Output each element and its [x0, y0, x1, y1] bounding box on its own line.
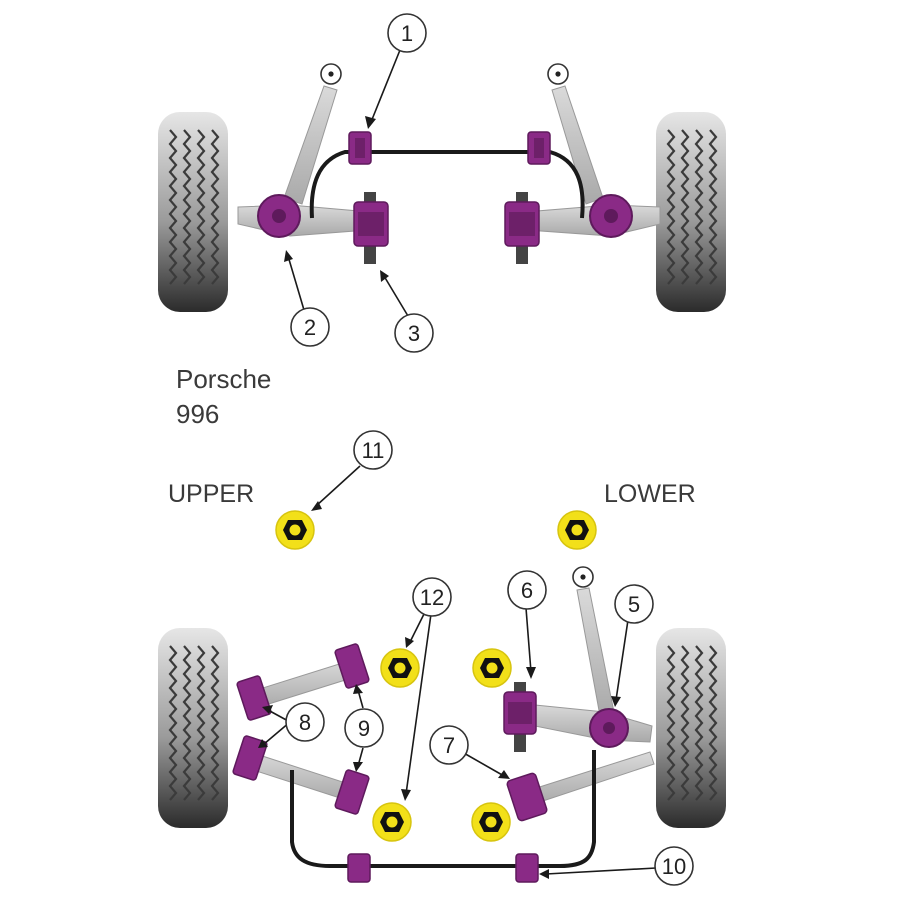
mount-washer-icon	[372, 802, 412, 842]
polyurethane-bush-icon	[334, 769, 370, 815]
strut-arm-left	[283, 85, 338, 205]
tyre-icon	[156, 110, 230, 314]
callout-number: 8	[299, 710, 311, 735]
callout-2: 2	[290, 307, 330, 347]
callout-number: 2	[304, 315, 316, 340]
tyre-icon	[654, 110, 728, 314]
tyre-icon	[654, 626, 728, 830]
callout-number: 11	[362, 438, 385, 463]
polyurethane-bush-icon	[257, 194, 301, 238]
callout-number: 5	[628, 592, 640, 617]
tyre-icon	[156, 626, 230, 830]
mount-washer-icon	[557, 510, 597, 550]
rear-axle-assembly	[156, 510, 728, 883]
strut-arm-right	[576, 587, 615, 717]
strut-arm-right	[551, 85, 604, 205]
mount-washer-icon	[472, 648, 512, 688]
callout-7: 7	[429, 725, 469, 765]
polyurethane-bush-icon	[232, 735, 268, 781]
mount-washer-icon	[380, 648, 420, 688]
callout-3: 3	[394, 313, 434, 353]
model-label: 996	[176, 399, 219, 429]
callout-number: 12	[420, 585, 444, 610]
callout-number: 3	[408, 321, 420, 346]
polyurethane-bush-icon	[353, 192, 389, 264]
callout-11: 11	[353, 430, 393, 470]
polyurethane-bush-icon	[506, 772, 548, 822]
callout-number: 9	[358, 716, 370, 741]
callout-number: 7	[443, 733, 455, 758]
polyurethane-bush-icon	[334, 643, 370, 689]
polyurethane-bush-icon	[504, 192, 540, 264]
anti-roll-bar-icon	[290, 750, 596, 868]
polyurethane-bush-icon	[515, 853, 539, 883]
upper-label: UPPER	[168, 480, 254, 508]
lower-arm-right	[524, 703, 653, 743]
anti-roll-bar-icon	[309, 150, 585, 219]
mount-washer-icon	[275, 510, 315, 550]
callout-1: 1	[387, 13, 427, 53]
pivot-point-icon	[547, 63, 569, 85]
polyurethane-bush-icon	[503, 682, 537, 752]
callout-5: 5	[614, 584, 654, 624]
pivot-point-icon	[572, 566, 594, 588]
callout-number: 6	[521, 578, 533, 603]
pivot-point-icon	[320, 63, 342, 85]
leader-arrowheads	[258, 116, 621, 879]
make-label: Porsche	[176, 364, 271, 394]
polyurethane-bush-icon	[347, 853, 371, 883]
callout-9: 9	[344, 708, 384, 748]
polyurethane-bush-icon	[236, 675, 272, 721]
polyurethane-bush-icon	[589, 708, 629, 748]
polyurethane-bush-icon	[589, 194, 633, 238]
lower-label: LOWER	[604, 480, 696, 508]
polyurethane-bush-icon	[348, 131, 372, 165]
mount-washer-icon	[471, 802, 511, 842]
callout-12: 12	[412, 577, 452, 617]
callout-10: 10	[654, 846, 694, 886]
callout-8: 8	[285, 702, 325, 742]
callout-6: 6	[507, 570, 547, 610]
polyurethane-bush-icon	[527, 131, 551, 165]
callout-number: 10	[662, 854, 686, 879]
front-axle-assembly	[156, 63, 728, 314]
callout-number: 1	[401, 21, 413, 46]
